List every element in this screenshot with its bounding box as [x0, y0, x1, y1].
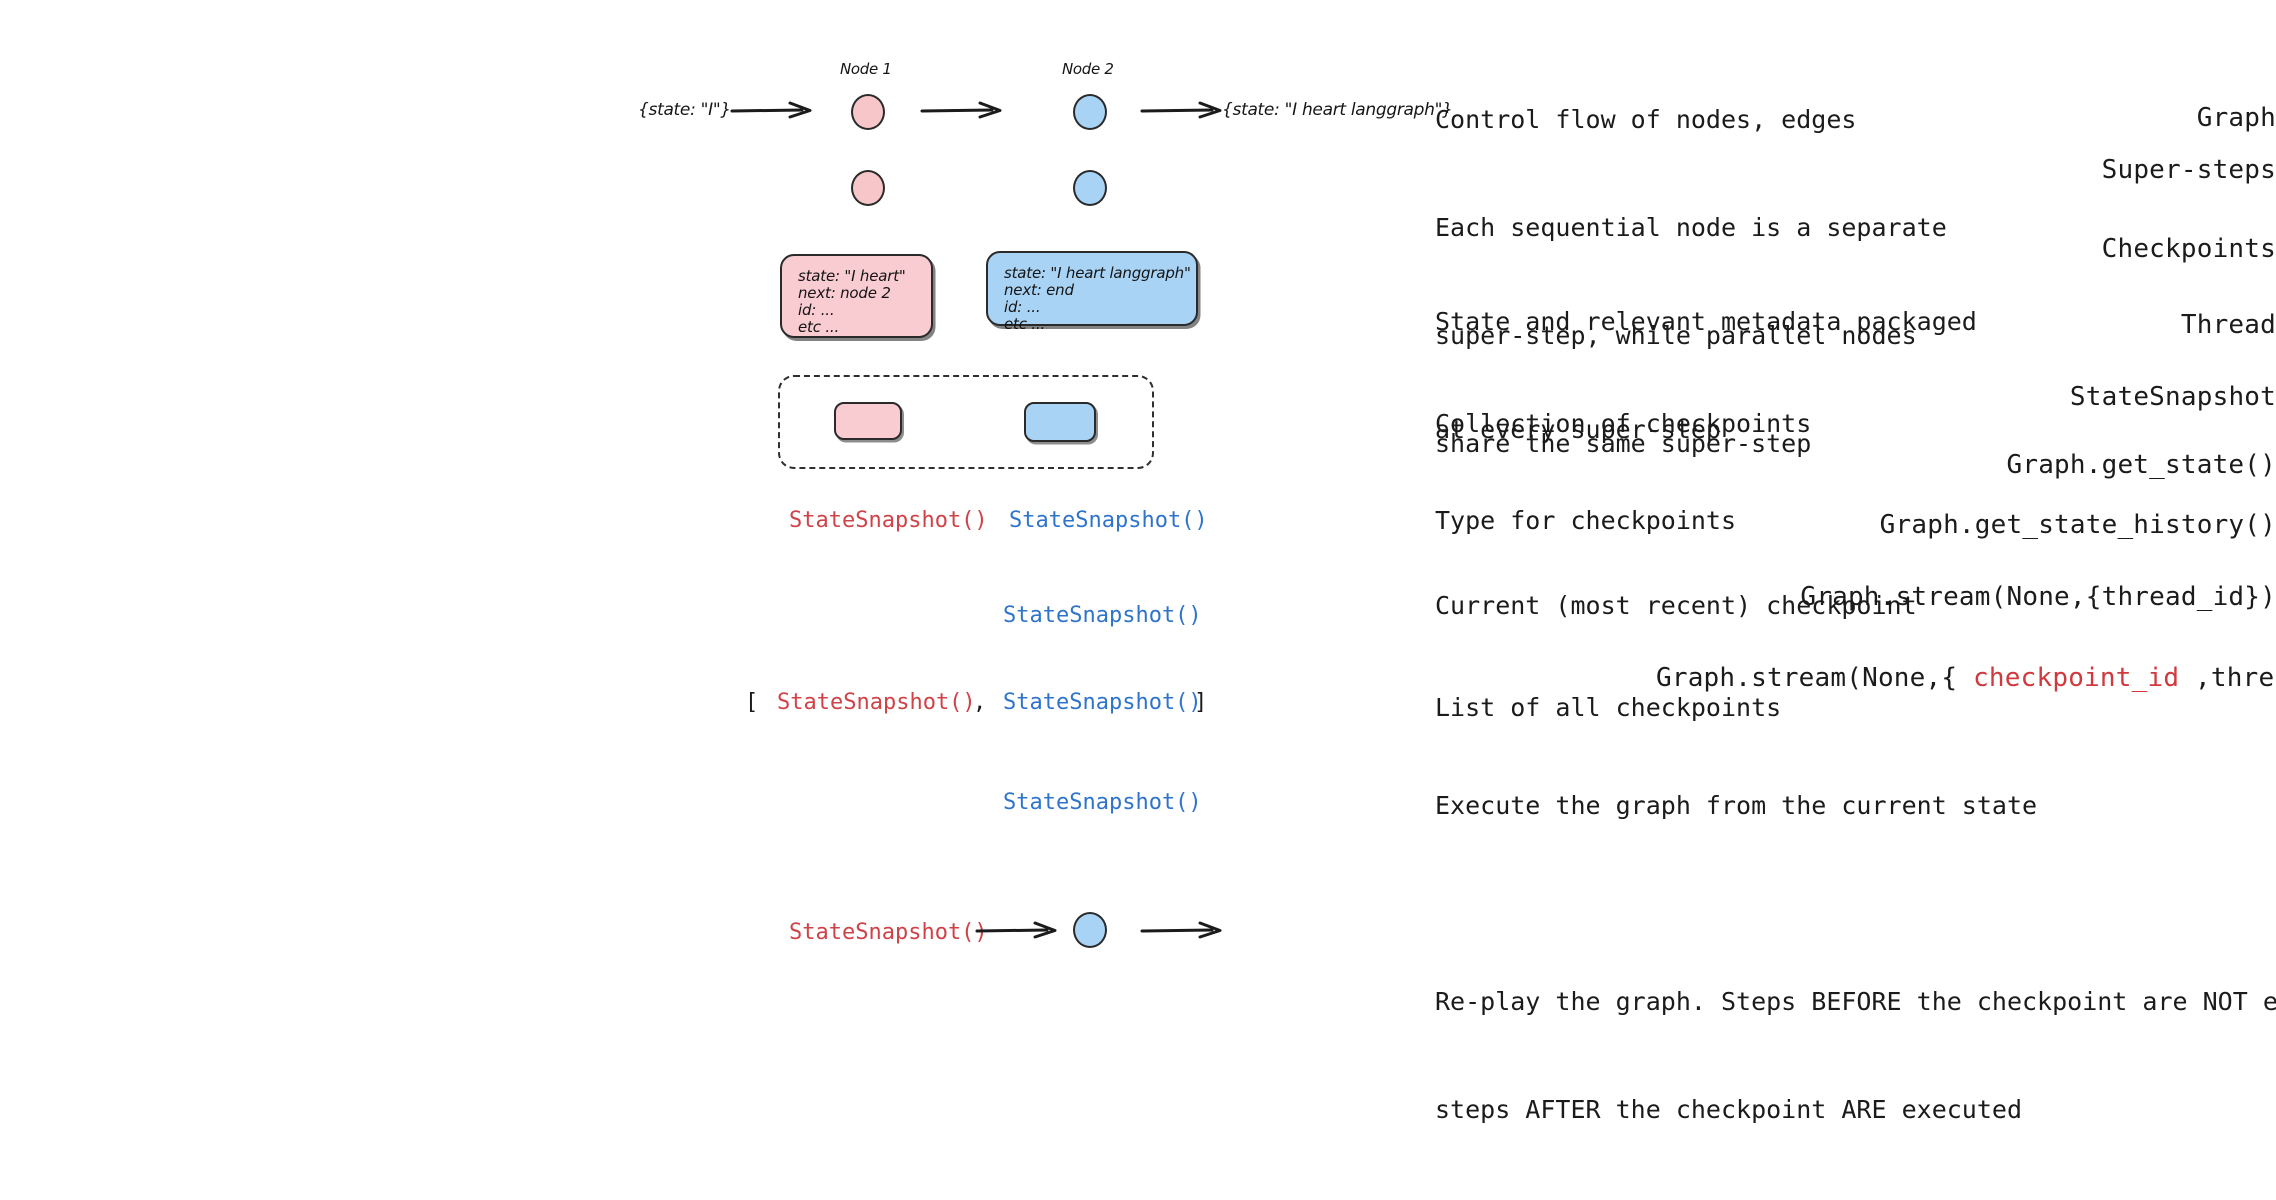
history-close-bracket: ] — [1194, 690, 1208, 715]
node-1-label: Node 1 — [840, 60, 892, 78]
row-label-graph: Graph — [2196, 103, 2276, 133]
row-label-statesnapshot: StateSnapshot — [2069, 382, 2276, 412]
checkpoint-2-id: id: ... — [1004, 298, 1041, 316]
diagram-canvas: Graph Super-steps Checkpoints Thread Sta… — [638, 60, 2276, 1124]
stream-thread-snapshot-token: StateSnapshot() — [1003, 790, 1202, 815]
node-2-label: Node 2 — [1062, 60, 1114, 78]
graph-node-2-circle — [1073, 94, 1107, 130]
graph-arrow-1 — [730, 101, 812, 119]
replay-node-circle — [1073, 912, 1107, 948]
stream-checkpoint-prefix: Graph.stream(None,{ — [1656, 663, 1974, 693]
history-snapshot-token-red: StateSnapshot() — [777, 690, 976, 715]
replay-arrow-1 — [975, 921, 1057, 939]
row-desc-checkpoints-line1: State and relevant metadata packaged — [1435, 307, 1977, 336]
super-step-node-2-circle — [1073, 170, 1107, 206]
super-step-node-1-circle — [851, 170, 885, 206]
row-label-thread: Thread — [2180, 310, 2276, 340]
replay-arrow-2 — [1140, 921, 1222, 939]
history-comma: , — [973, 690, 987, 715]
get-state-snapshot-token: StateSnapshot() — [1003, 603, 1202, 628]
checkpoint-2-etc: etc ... — [1004, 315, 1046, 333]
checkpoint-box-2: state: "I heart langgraph" next: end id:… — [986, 251, 1198, 333]
row-label-checkpoints: Checkpoints — [2101, 234, 2276, 264]
row-desc-stream-checkpoint: Re-play the graph. Steps BEFORE the chec… — [1435, 912, 2276, 1200]
row-desc-stream-thread: Execute the graph from the current state — [1435, 791, 2038, 820]
row-desc-checkpoints-line2: at every super-step — [1435, 415, 1721, 444]
row-desc-super-steps-line1: Each sequential node is a separate — [1435, 213, 1947, 242]
row-desc-get-state-history: List of all checkpoints — [1435, 693, 1782, 722]
checkpoint-2-state: state: "I heart langgraph" — [1004, 264, 1191, 282]
statesnapshot-token-blue: StateSnapshot() — [1009, 508, 1208, 533]
row-label-stream-checkpoint: Graph.stream(None,{ checkpoint_id ,threa… — [1656, 663, 2276, 693]
row-label-get-state-history: Graph.get_state_history() — [1879, 510, 2276, 540]
thread-container — [778, 375, 1154, 469]
graph-node-1-circle — [851, 94, 885, 130]
thread-checkpoint-chip-2 — [1024, 402, 1096, 442]
row-desc-super-steps-line2: super-step, while parallel nodes — [1435, 321, 1917, 350]
row-desc-super-steps-line3: share the same super-step — [1435, 429, 1812, 458]
checkpoint-2-next: next: end — [1004, 281, 1074, 299]
thread-checkpoint-chip-1 — [834, 402, 902, 440]
row-desc-stream-checkpoint-line2: steps AFTER the checkpoint ARE executed — [1435, 1095, 2022, 1124]
stream-checkpoint-highlight: checkpoint_id — [1973, 663, 2180, 693]
row-desc-checkpoints: State and relevant metadata packaged at … — [1435, 232, 1977, 520]
row-label-get-state: Graph.get_state() — [2006, 450, 2276, 480]
row-label-stream-thread: Graph.stream(None,{thread_id}) — [1800, 582, 2276, 612]
graph-output-state-text: {state: "I heart langgraph"} — [1222, 100, 1453, 120]
stream-checkpoint-suffix: ,thread_id}) — [2195, 663, 2276, 693]
statesnapshot-token-red: StateSnapshot() — [789, 508, 988, 533]
checkpoint-1-etc: etc ... — [798, 318, 840, 336]
checkpoint-1-state: state: "I heart" — [798, 267, 906, 285]
row-desc-thread: Collection of checkpoints — [1435, 409, 1812, 438]
row-desc-statesnapshot: Type for checkpoints — [1435, 506, 1737, 535]
graph-arrow-3 — [1140, 101, 1222, 119]
checkpoint-1-next: next: node 2 — [798, 284, 891, 302]
checkpoint-1-id: id: ... — [798, 301, 835, 319]
row-desc-get-state: Current (most recent) checkpoint — [1435, 591, 1917, 620]
graph-input-state-text: {state: "I"} — [638, 100, 731, 120]
row-label-super-steps: Super-steps — [2101, 155, 2276, 185]
row-desc-super-steps: Each sequential node is a separate super… — [1435, 138, 1947, 534]
replay-snapshot-token: StateSnapshot() — [789, 920, 988, 945]
history-open-bracket: [ — [745, 690, 759, 715]
checkpoint-box-1: state: "I heart" next: node 2 id: ... et… — [780, 254, 933, 338]
row-desc-graph: Control flow of nodes, edges — [1435, 105, 1857, 134]
history-snapshot-token-blue: StateSnapshot() — [1003, 690, 1202, 715]
row-desc-stream-checkpoint-line1: Re-play the graph. Steps BEFORE the chec… — [1435, 987, 2276, 1016]
graph-arrow-2 — [920, 101, 1002, 119]
